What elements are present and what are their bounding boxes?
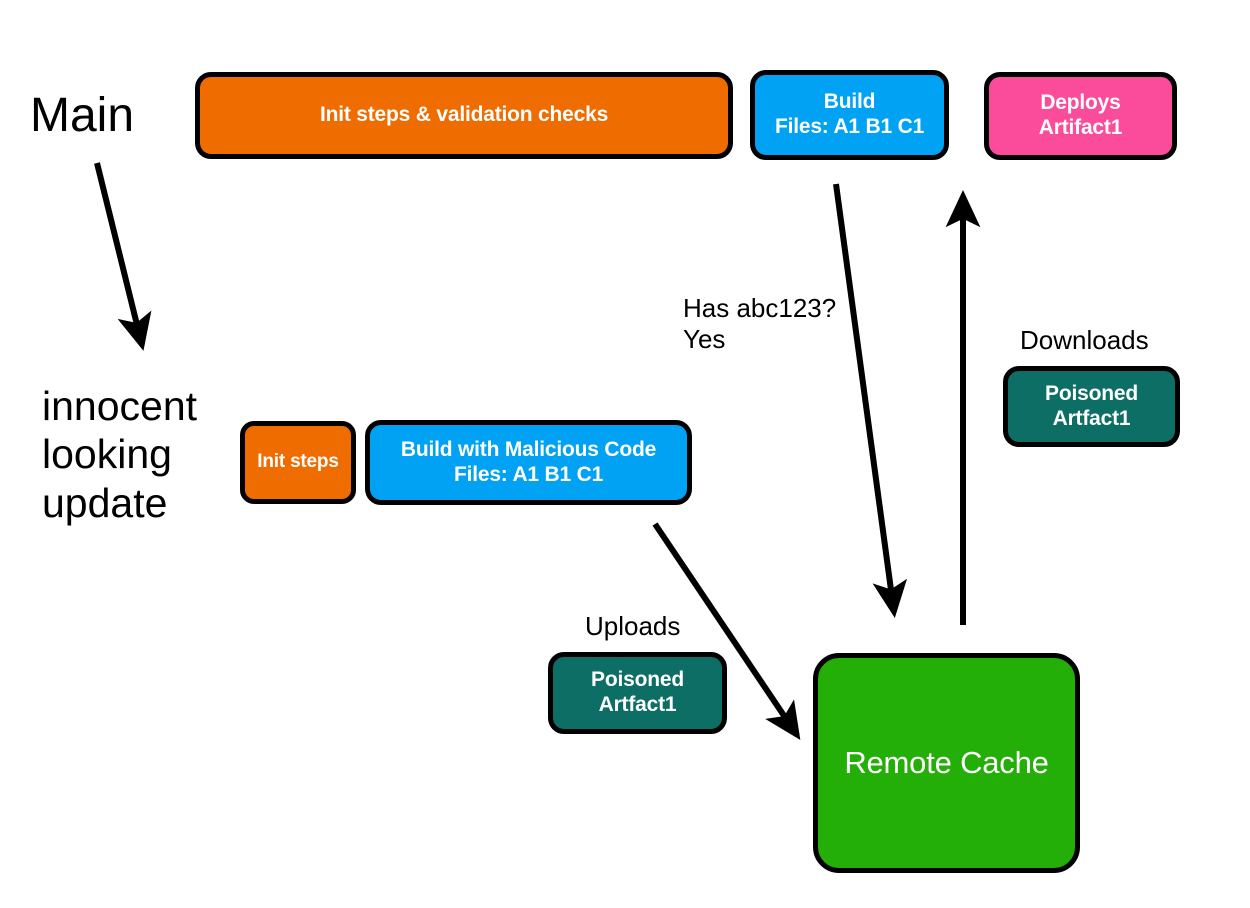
annotation-uploads: Uploads: [585, 611, 681, 641]
node-init-steps-and-validation-checks[interactable]: Init steps & validation checks: [195, 72, 733, 159]
node-remote-cache[interactable]: Remote Cache: [813, 653, 1080, 873]
annotation-cache-lookup: Has abc123? Yes: [683, 293, 837, 354]
node-poisoned-artifact-download[interactable]: Poisoned Artfact1: [1003, 366, 1180, 447]
node-init-steps[interactable]: Init steps: [240, 421, 356, 504]
arrow-main-to-update: [94, 162, 152, 351]
node-build-with-malicious-code[interactable]: Build with Malicious Code Files: A1 B1 C…: [365, 420, 692, 505]
lane-label-innocent-update: innocent looking update: [42, 383, 198, 526]
node-build-main[interactable]: Build Files: A1 B1 C1: [750, 70, 949, 160]
annotation-downloads: Downloads: [1020, 325, 1149, 355]
arrow-build-to-cache: [833, 183, 908, 618]
node-deploys-artifact1[interactable]: Deploys Artifact1: [984, 72, 1177, 160]
lane-label-main: Main: [30, 89, 135, 142]
node-poisoned-artifact-upload[interactable]: Poisoned Artfact1: [548, 652, 727, 734]
